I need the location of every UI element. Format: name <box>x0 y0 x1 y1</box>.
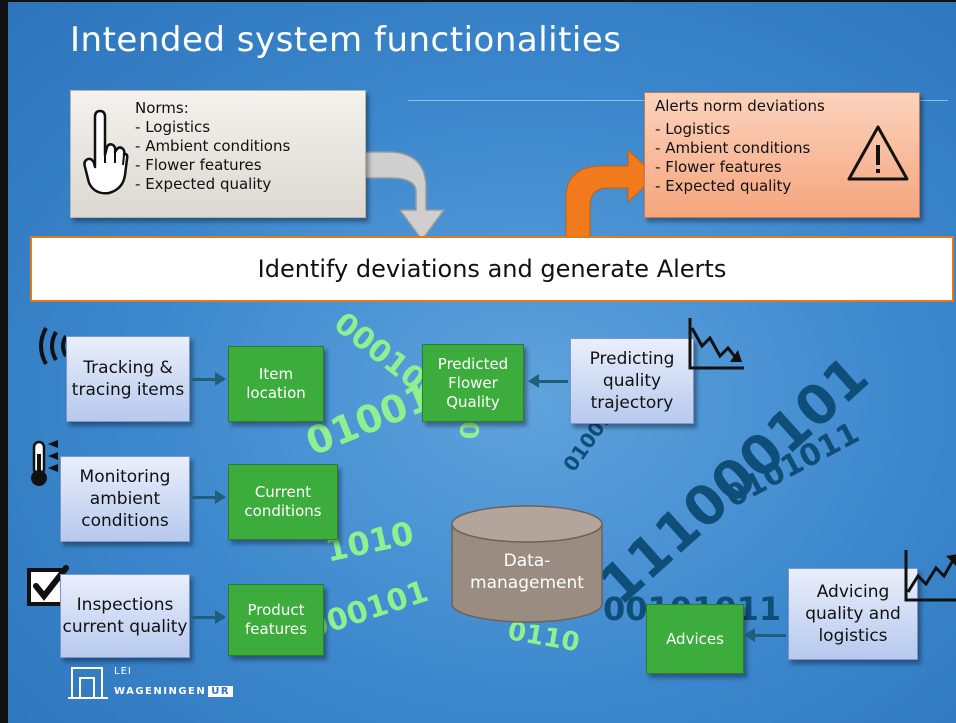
warning-icon <box>847 125 909 181</box>
flow-arrows <box>357 148 657 623</box>
identify-banner: Identify deviations and generate Alerts <box>30 236 954 302</box>
list-item: Ambient conditions <box>655 139 810 158</box>
trend-up-chart-icon <box>904 550 956 602</box>
logo-wageningen: WAGENINGEN <box>114 686 207 697</box>
database-cylinder <box>451 505 603 623</box>
arrow-right <box>192 372 226 386</box>
advices-box: Advices <box>646 604 744 674</box>
norms-list: Logistics Ambient conditions Flower feat… <box>135 118 290 194</box>
inspections-box: Inspections current quality <box>60 574 190 658</box>
product-features-box: Product features <box>228 584 324 656</box>
list-item: Logistics <box>655 120 810 139</box>
item-location-box: Item location <box>228 346 324 422</box>
predicted-quality-box: Predicted Flower Quality <box>422 344 524 422</box>
thermometer-icon <box>31 440 58 486</box>
arrow-left <box>528 374 568 388</box>
alerts-card: Alerts norm deviations Logistics Ambient… <box>644 92 920 218</box>
list-item: Expected quality <box>135 175 290 194</box>
list-item: Expected quality <box>655 177 810 196</box>
list-item: Flower features <box>655 158 810 177</box>
checkbox-icon <box>27 565 69 606</box>
list-item: Logistics <box>135 118 290 137</box>
norms-card: Norms: Logistics Ambient conditions Flow… <box>70 90 366 218</box>
norms-heading: Norms: <box>135 99 189 117</box>
lei-wageningen-logo-icon <box>68 667 108 699</box>
arrow-right <box>192 610 226 624</box>
list-item: Ambient conditions <box>135 137 290 156</box>
trend-down-chart-icon <box>688 318 744 370</box>
pointing-hand-icon <box>83 109 129 195</box>
gray-curved-arrow <box>357 151 446 242</box>
predicting-box: Predicting quality trajectory <box>570 338 694 424</box>
logo-ur-badge: UR <box>208 686 234 697</box>
list-item: Flower features <box>135 156 290 175</box>
advicing-box: Advicing quality and logistics <box>788 568 918 660</box>
identify-label: Identify deviations and generate Alerts <box>257 255 727 283</box>
monitoring-box: Monitoring ambient conditions <box>60 456 190 542</box>
page-title: Intended system functionalities <box>70 20 622 60</box>
current-conditions-box: Current conditions <box>228 464 338 540</box>
orange-curved-arrow <box>565 148 657 239</box>
datamanagement-label: Data-management <box>470 551 584 593</box>
signal-waves-icon <box>39 327 68 365</box>
arrow-left <box>744 628 786 642</box>
tracking-box: Tracking & tracing items <box>66 336 190 422</box>
logo-text-lei: LEI <box>114 666 132 677</box>
alerts-heading: Alerts norm deviations <box>655 97 825 115</box>
arrow-right <box>192 490 226 504</box>
alerts-list: Logistics Ambient conditions Flower feat… <box>655 120 810 196</box>
